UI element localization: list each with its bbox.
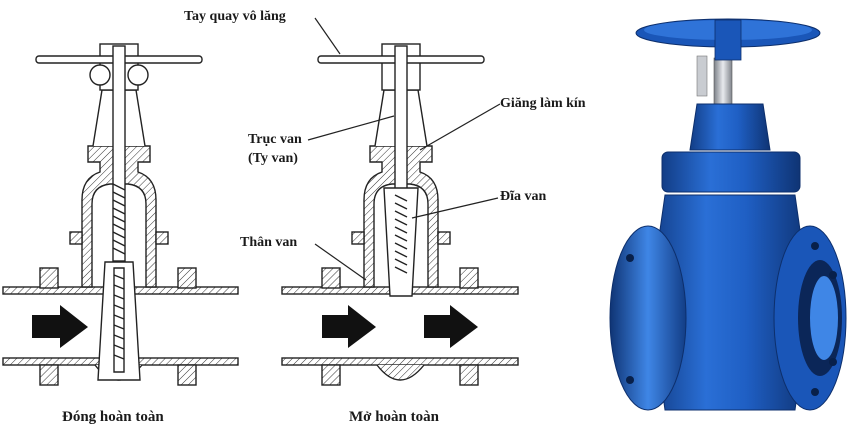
valve-product-image — [609, 18, 847, 411]
leader-handwheel — [314, 17, 341, 55]
caption-open: Mở hoàn toàn — [349, 409, 439, 425]
leader-stem — [307, 115, 395, 141]
leader-seal — [419, 103, 501, 151]
label-handwheel: Tay quay vô lăng — [184, 9, 286, 24]
label-body: Thân van — [240, 235, 298, 250]
leader-body — [314, 243, 367, 281]
caption-closed: Đóng hoàn toàn — [62, 409, 164, 425]
label-disc: Đĩa van — [500, 189, 547, 204]
closed-valve-section — [2, 43, 239, 386]
label-seal: Giăng làm kín — [500, 96, 586, 111]
label-stem-line1: Trục van — [248, 132, 302, 147]
leader-lines — [307, 17, 501, 281]
leader-disc — [411, 197, 499, 219]
open-valve-section — [281, 43, 519, 386]
label-stem-line2: (Ty van) — [248, 151, 298, 166]
